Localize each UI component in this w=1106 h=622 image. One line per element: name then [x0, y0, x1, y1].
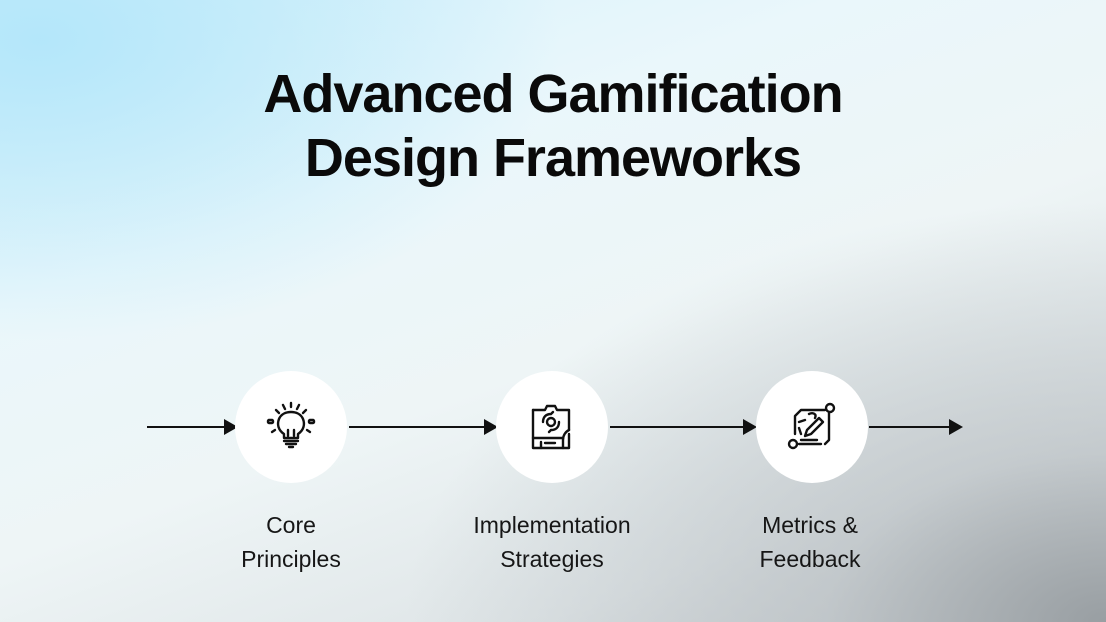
chart-pen-icon — [787, 402, 836, 450]
arrow-1-2 — [349, 419, 498, 435]
page-title: Advanced Gamification Design Frameworks — [0, 62, 1106, 190]
arrow-out — [869, 419, 963, 435]
lightbulb-icon — [266, 401, 316, 449]
arrow-2-3 — [610, 419, 757, 435]
arrow-in — [147, 419, 238, 435]
step-node-metrics-feedback — [756, 371, 868, 483]
title-line-2: Design Frameworks — [304, 128, 802, 188]
step-node-implementation-strategies — [496, 371, 608, 483]
step-label-core-principles: Core Principles — [241, 512, 341, 572]
clipboard-gear-icon — [531, 404, 571, 450]
step-label-metrics-feedback: Metrics & Feedback — [759, 512, 861, 572]
title-line-1: Advanced Gamification — [263, 64, 843, 124]
step-node-core-principles — [235, 371, 347, 483]
step-label-implementation-strategies: Implementation Strategies — [473, 512, 631, 572]
